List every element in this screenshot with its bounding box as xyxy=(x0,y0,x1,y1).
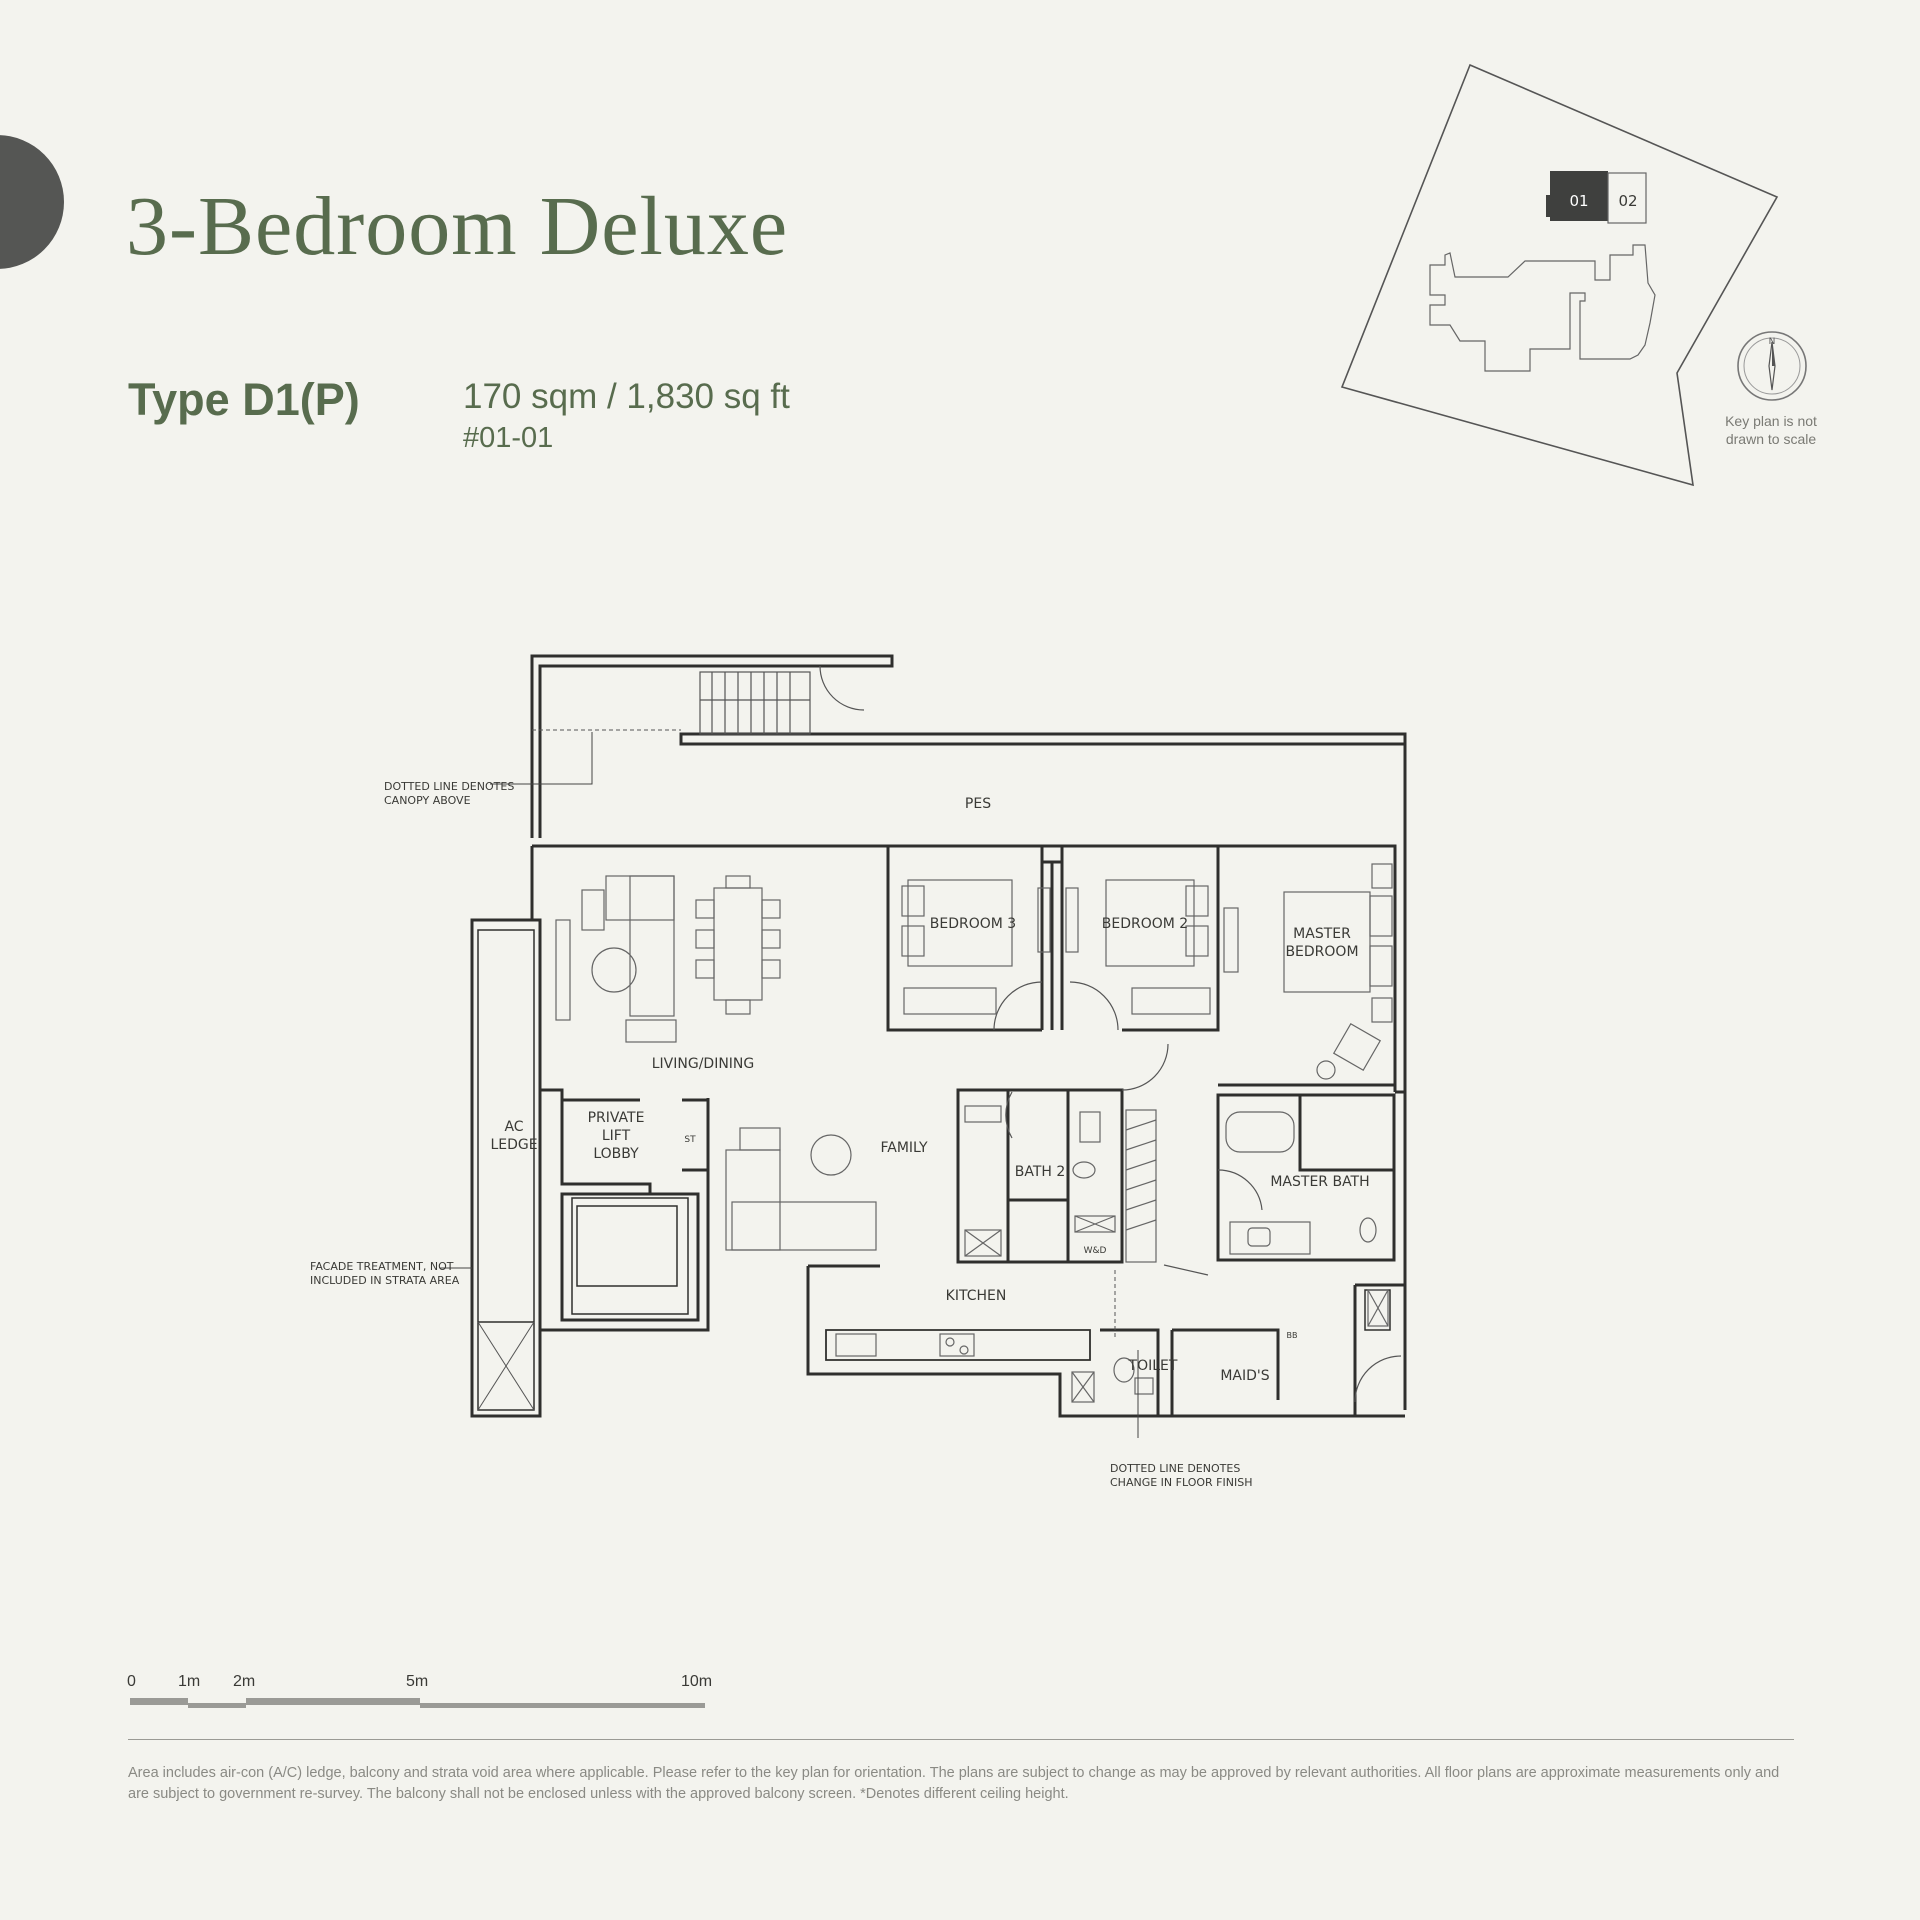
room-label-wd: W&D xyxy=(1084,1246,1107,1256)
ac-ledge-outline xyxy=(470,918,542,1418)
keyplan-unit-02-label: 02 xyxy=(1618,192,1637,210)
room-label-master-bath: MASTER BATH xyxy=(1270,1174,1369,1190)
footnote: Area includes air-con (A/C) ledge, balco… xyxy=(128,1765,1780,1802)
bedroom-2-walls xyxy=(1060,846,1220,1032)
page-tab-marker xyxy=(0,135,64,269)
note-floor-finish-line-1: DOTTED LINE DENOTES xyxy=(1110,1462,1240,1475)
bedroom-3-walls xyxy=(886,846,1044,1032)
scale-tick-10m: 10m xyxy=(681,1673,713,1690)
room-label-living-dining: LIVING/DINING xyxy=(652,1056,755,1072)
unit-area: 170 sqm / 1,830 sq ft xyxy=(463,377,790,416)
family-sofa xyxy=(731,1201,877,1251)
kitchen-hob xyxy=(939,1333,975,1357)
pes-outline xyxy=(530,654,894,838)
room-label-master-bedroom-2: BEDROOM xyxy=(1285,944,1358,960)
compass-icon: N xyxy=(1737,331,1807,401)
master-bedroom-walls xyxy=(1218,844,1397,1087)
room-label-maids: MAID'S xyxy=(1220,1368,1269,1384)
compass-north-label: N xyxy=(1769,337,1776,347)
keyplan-unit-02 xyxy=(1607,172,1647,224)
master-bath-walls xyxy=(1216,1093,1396,1262)
toilet-walls xyxy=(1100,1328,1160,1416)
room-label-bath-2: BATH 2 xyxy=(1015,1164,1066,1180)
dining-table xyxy=(713,887,763,1001)
note-facade-line-2: INCLUDED IN STRATA AREA xyxy=(310,1274,460,1287)
key-plan: 01 02 xyxy=(1340,63,1779,487)
keyplan-note: Key plan is not drawn to scale xyxy=(1725,413,1817,447)
room-label-master-bedroom-1: MASTER xyxy=(1293,926,1351,942)
room-label-kitchen: KITCHEN xyxy=(946,1288,1007,1304)
footer-divider xyxy=(128,1739,1794,1740)
note-canopy-line-2: CANOPY ABOVE xyxy=(384,794,471,807)
room-label-bb: BB xyxy=(1287,1331,1298,1340)
building-outline xyxy=(1429,244,1656,372)
keyplan-unit-01-label: 01 xyxy=(1569,192,1588,210)
site-boundary xyxy=(1340,63,1779,487)
staircase xyxy=(699,671,811,735)
room-label-private-lift-2: LIFT xyxy=(602,1128,631,1144)
unit-type-label: Type D1(P) xyxy=(128,374,360,425)
room-label-bedroom-2: BEDROOM 2 xyxy=(1102,916,1188,932)
coffee-table xyxy=(591,947,637,993)
unit-number: #01-01 xyxy=(463,422,554,454)
note-facade-line-1: FACADE TREATMENT, NOT xyxy=(310,1260,454,1273)
kitchen-sink xyxy=(835,1333,877,1357)
scale-tick-5m: 5m xyxy=(406,1673,429,1690)
room-label-family: FAMILY xyxy=(880,1140,927,1156)
scale-bar xyxy=(130,1698,705,1708)
family-table xyxy=(810,1134,852,1176)
private-lift-lobby xyxy=(560,1100,700,1322)
room-label-pes: PES xyxy=(965,796,991,812)
note-canopy-line-1: DOTTED LINE DENOTES xyxy=(384,780,514,793)
bed-bedroom-3 xyxy=(907,879,1013,967)
room-label-bedroom-3: BEDROOM 3 xyxy=(930,916,1016,932)
page-title: 3-Bedroom Deluxe xyxy=(126,180,789,273)
room-label-private-lift-1: PRIVATE xyxy=(588,1110,645,1126)
room-label-ac-ledge-1: AC xyxy=(504,1119,523,1135)
maid-room-walls xyxy=(1170,1328,1280,1416)
door-swing xyxy=(819,665,865,711)
scale-tick-1m: 1m xyxy=(178,1673,201,1690)
bed-bedroom-2 xyxy=(1105,879,1195,967)
room-label-st: ST xyxy=(684,1135,696,1145)
scale-tick-0: 0 xyxy=(127,1673,136,1690)
room-label-ac-ledge-2: LEDGE xyxy=(490,1137,537,1153)
sofa xyxy=(629,875,675,1017)
floor-plan: PES BEDROOM 3 BEDROOM 2 MASTER BEDROOM L… xyxy=(310,654,1407,1489)
note-floor-finish-line-2: CHANGE IN FLOOR FINISH xyxy=(1110,1476,1252,1489)
kitchen-walls xyxy=(806,1266,1405,1418)
bathtub xyxy=(1225,1111,1295,1153)
scale-tick-2m: 2m xyxy=(233,1673,256,1690)
room-label-private-lift-3: LOBBY xyxy=(593,1146,639,1162)
keyplan-unit-01 xyxy=(1550,171,1608,221)
room-label-toilet: TOILET xyxy=(1128,1358,1178,1374)
bed-master-bedroom xyxy=(1283,891,1371,993)
